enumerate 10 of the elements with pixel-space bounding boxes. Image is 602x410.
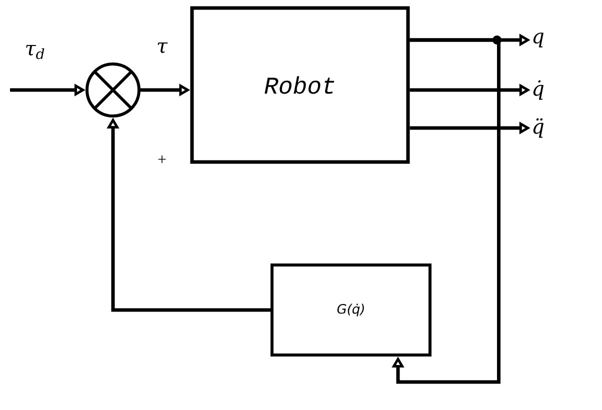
- process-box: G(q̇): [270, 264, 432, 356]
- arrow: [392, 38, 500, 384]
- sign-label: +: [158, 156, 166, 163]
- edge-label: τ$_{d}$: [26, 44, 44, 60]
- output-label: q: [533, 32, 544, 48]
- multiplier-circle: [86, 62, 140, 118]
- output-label: q̈: [533, 118, 544, 138]
- edge-label: τ: [158, 42, 168, 53]
- output-label: q̇: [533, 80, 544, 100]
- process-box: Robot: [190, 6, 410, 164]
